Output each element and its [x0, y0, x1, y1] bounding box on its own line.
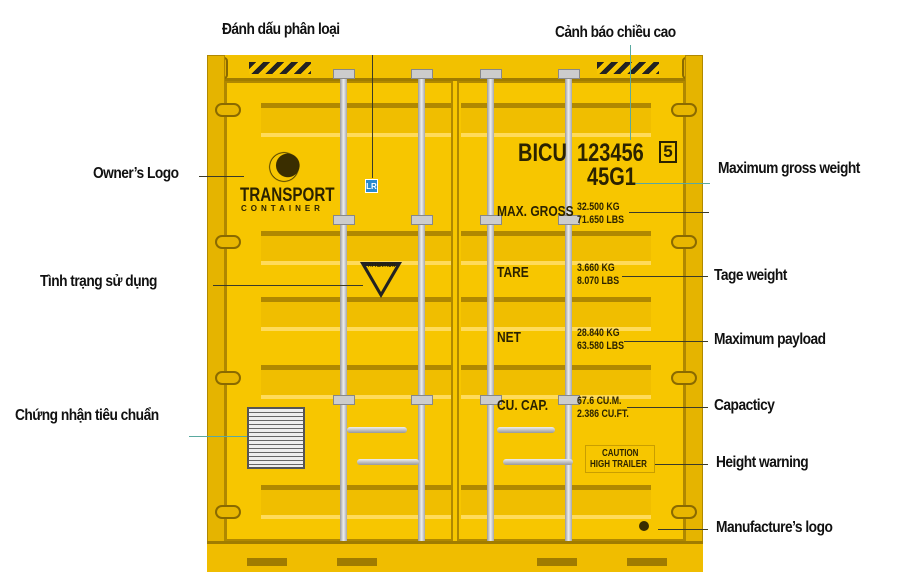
callout-line [629, 212, 709, 213]
tare-label: TARE [497, 264, 529, 281]
locking-bar [418, 71, 425, 561]
bar-bracket [333, 395, 355, 405]
globe-icon [265, 151, 303, 183]
callout-line [372, 55, 373, 178]
container-door-illustration: TRANSPORT CONTAINER LR ATTENTION BICU 12… [207, 55, 703, 572]
bar-bracket [411, 69, 433, 79]
hinge [671, 103, 697, 117]
bar-bracket [480, 69, 502, 79]
left-post [207, 55, 225, 572]
label-standard-certification: Chứng nhận tiêu chuẩn [15, 407, 159, 424]
bar-bracket [480, 215, 502, 225]
bar-bracket [558, 69, 580, 79]
label-max-payload: Maximum payload [714, 331, 826, 348]
bar-bracket [333, 215, 355, 225]
high-trailer-text: HIGH TRAILER [590, 459, 647, 470]
top-rail [207, 55, 703, 81]
net-label: NET [497, 329, 521, 346]
callout-line [213, 285, 363, 286]
hazard-stripes-right [597, 62, 659, 74]
label-height-warning: Height warning [716, 454, 809, 471]
hazard-stripes-left [249, 62, 311, 74]
label-owners-logo: Owner’s Logo [93, 165, 179, 182]
attention-triangle-icon [360, 262, 402, 298]
max-gross-label: MAX. GROSS [497, 203, 574, 220]
hinge [671, 371, 697, 385]
callout-line [622, 276, 708, 277]
net-lbs: 63.580 LBS [577, 340, 624, 352]
logo-subtitle: CONTAINER [241, 204, 324, 213]
hinge [215, 103, 241, 117]
capacity-label: CU. CAP. [497, 397, 549, 414]
callout-line [627, 407, 708, 408]
label-manufacturer-logo: Manufacture’s logo [716, 519, 833, 536]
check-digit: 5 [659, 141, 677, 163]
tare-lbs: 8.070 LBS [577, 275, 620, 287]
label-max-gross-weight: Maximum gross weight [718, 160, 860, 177]
label-height-warning-top: Cảnh báo chiều cao [555, 24, 676, 41]
hinge [215, 235, 241, 249]
max-gross-lbs: 71.650 LBS [577, 214, 624, 226]
net-kg: 28.840 KG [577, 327, 620, 339]
owner-code: BICU [518, 139, 567, 167]
callout-line [658, 529, 708, 530]
bottom-rail [207, 541, 703, 572]
tare-kg: 3.660 KG [577, 262, 615, 274]
hinge [215, 505, 241, 519]
callout-line [655, 464, 708, 465]
hinge [671, 505, 697, 519]
bar-bracket [558, 215, 580, 225]
bar-bracket [480, 395, 502, 405]
door-handle [503, 459, 573, 465]
max-gross-kg: 32.500 KG [577, 201, 620, 213]
label-capacity: Capacticy [714, 397, 775, 414]
classification-mark-lr: LR [365, 179, 378, 193]
bar-bracket [558, 395, 580, 405]
capacity-cum: 67.6 CU.M. [577, 395, 622, 407]
caution-text: CAUTION [602, 448, 639, 459]
manufacturer-logo-icon [639, 521, 649, 531]
label-tare-weight: Tage weight [714, 267, 787, 284]
callout-line [189, 436, 247, 437]
caution-high-trailer-sticker: CAUTION HIGH TRAILER [585, 445, 655, 473]
serial-number: 123456 [577, 139, 644, 167]
door-handle [347, 427, 407, 433]
door-handle [497, 427, 555, 433]
locking-bar [487, 71, 494, 561]
logo-title: TRANSPORT [240, 185, 335, 206]
type-code: 45G1 [587, 163, 636, 191]
door-handle [357, 459, 419, 465]
capacity-cuft: 2.386 CU.FT. [577, 408, 629, 420]
locking-bar [565, 71, 572, 561]
hinge [215, 371, 241, 385]
attention-label: ATTENTION [368, 263, 396, 269]
bar-bracket [411, 395, 433, 405]
hinge [671, 235, 697, 249]
callout-line [199, 176, 244, 177]
certification-plate [247, 407, 305, 469]
bar-bracket [411, 215, 433, 225]
callout-line [635, 183, 710, 184]
right-post [685, 55, 703, 572]
callout-line [624, 341, 708, 342]
bar-bracket [333, 69, 355, 79]
label-usage-status: Tình trạng sử dụng [40, 273, 157, 290]
locking-bar [340, 71, 347, 561]
label-classification-mark: Đánh dấu phân loại [222, 21, 340, 38]
callout-line [630, 45, 631, 140]
